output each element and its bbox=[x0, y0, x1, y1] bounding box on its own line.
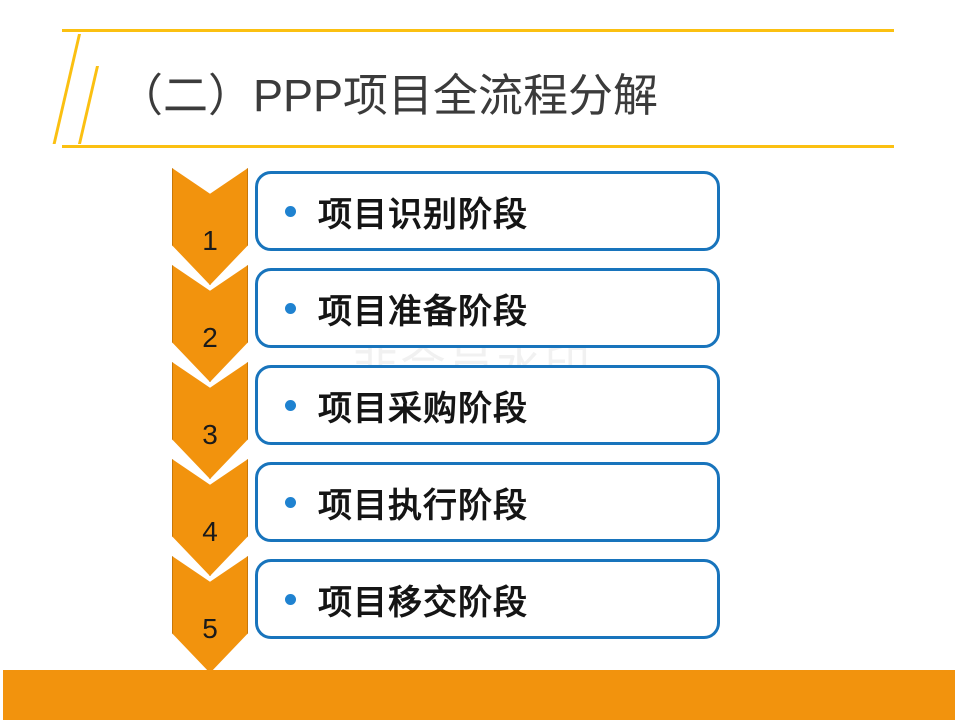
bullet-icon bbox=[285, 399, 296, 411]
page-title: （二）PPP项目全流程分解 bbox=[118, 70, 659, 121]
step-box[interactable]: 项目识别阶段 bbox=[255, 171, 720, 251]
step-label: 项目识别阶段 bbox=[318, 195, 528, 234]
footer-bar bbox=[3, 670, 955, 720]
step-box[interactable]: 项目移交阶段 bbox=[255, 559, 720, 639]
bullet-icon bbox=[285, 593, 296, 605]
title-top-rule bbox=[62, 29, 894, 32]
step-label: 项目执行阶段 bbox=[318, 486, 528, 525]
step-box[interactable]: 项目采购阶段 bbox=[255, 365, 720, 445]
step-box[interactable]: 项目执行阶段 bbox=[255, 462, 720, 542]
list-item[interactable]: 3 项目采购阶段 bbox=[0, 362, 960, 479]
chevron-shape-icon bbox=[172, 556, 248, 673]
list-item[interactable]: 4 项目执行阶段 bbox=[0, 459, 960, 576]
bullet-icon bbox=[285, 302, 296, 314]
bullet-icon bbox=[285, 496, 296, 508]
step-label: 项目准备阶段 bbox=[318, 292, 528, 331]
step-box[interactable]: 项目准备阶段 bbox=[255, 268, 720, 348]
bullet-icon bbox=[285, 205, 296, 217]
step-label: 项目采购阶段 bbox=[318, 389, 528, 428]
step-label: 项目移交阶段 bbox=[318, 583, 528, 622]
list-item[interactable]: 5 项目移交阶段 bbox=[0, 556, 960, 673]
title-bottom-rule bbox=[62, 145, 894, 148]
list-item[interactable]: 1 项目识别阶段 bbox=[0, 168, 960, 285]
list-item[interactable]: 2 项目准备阶段 bbox=[0, 265, 960, 382]
